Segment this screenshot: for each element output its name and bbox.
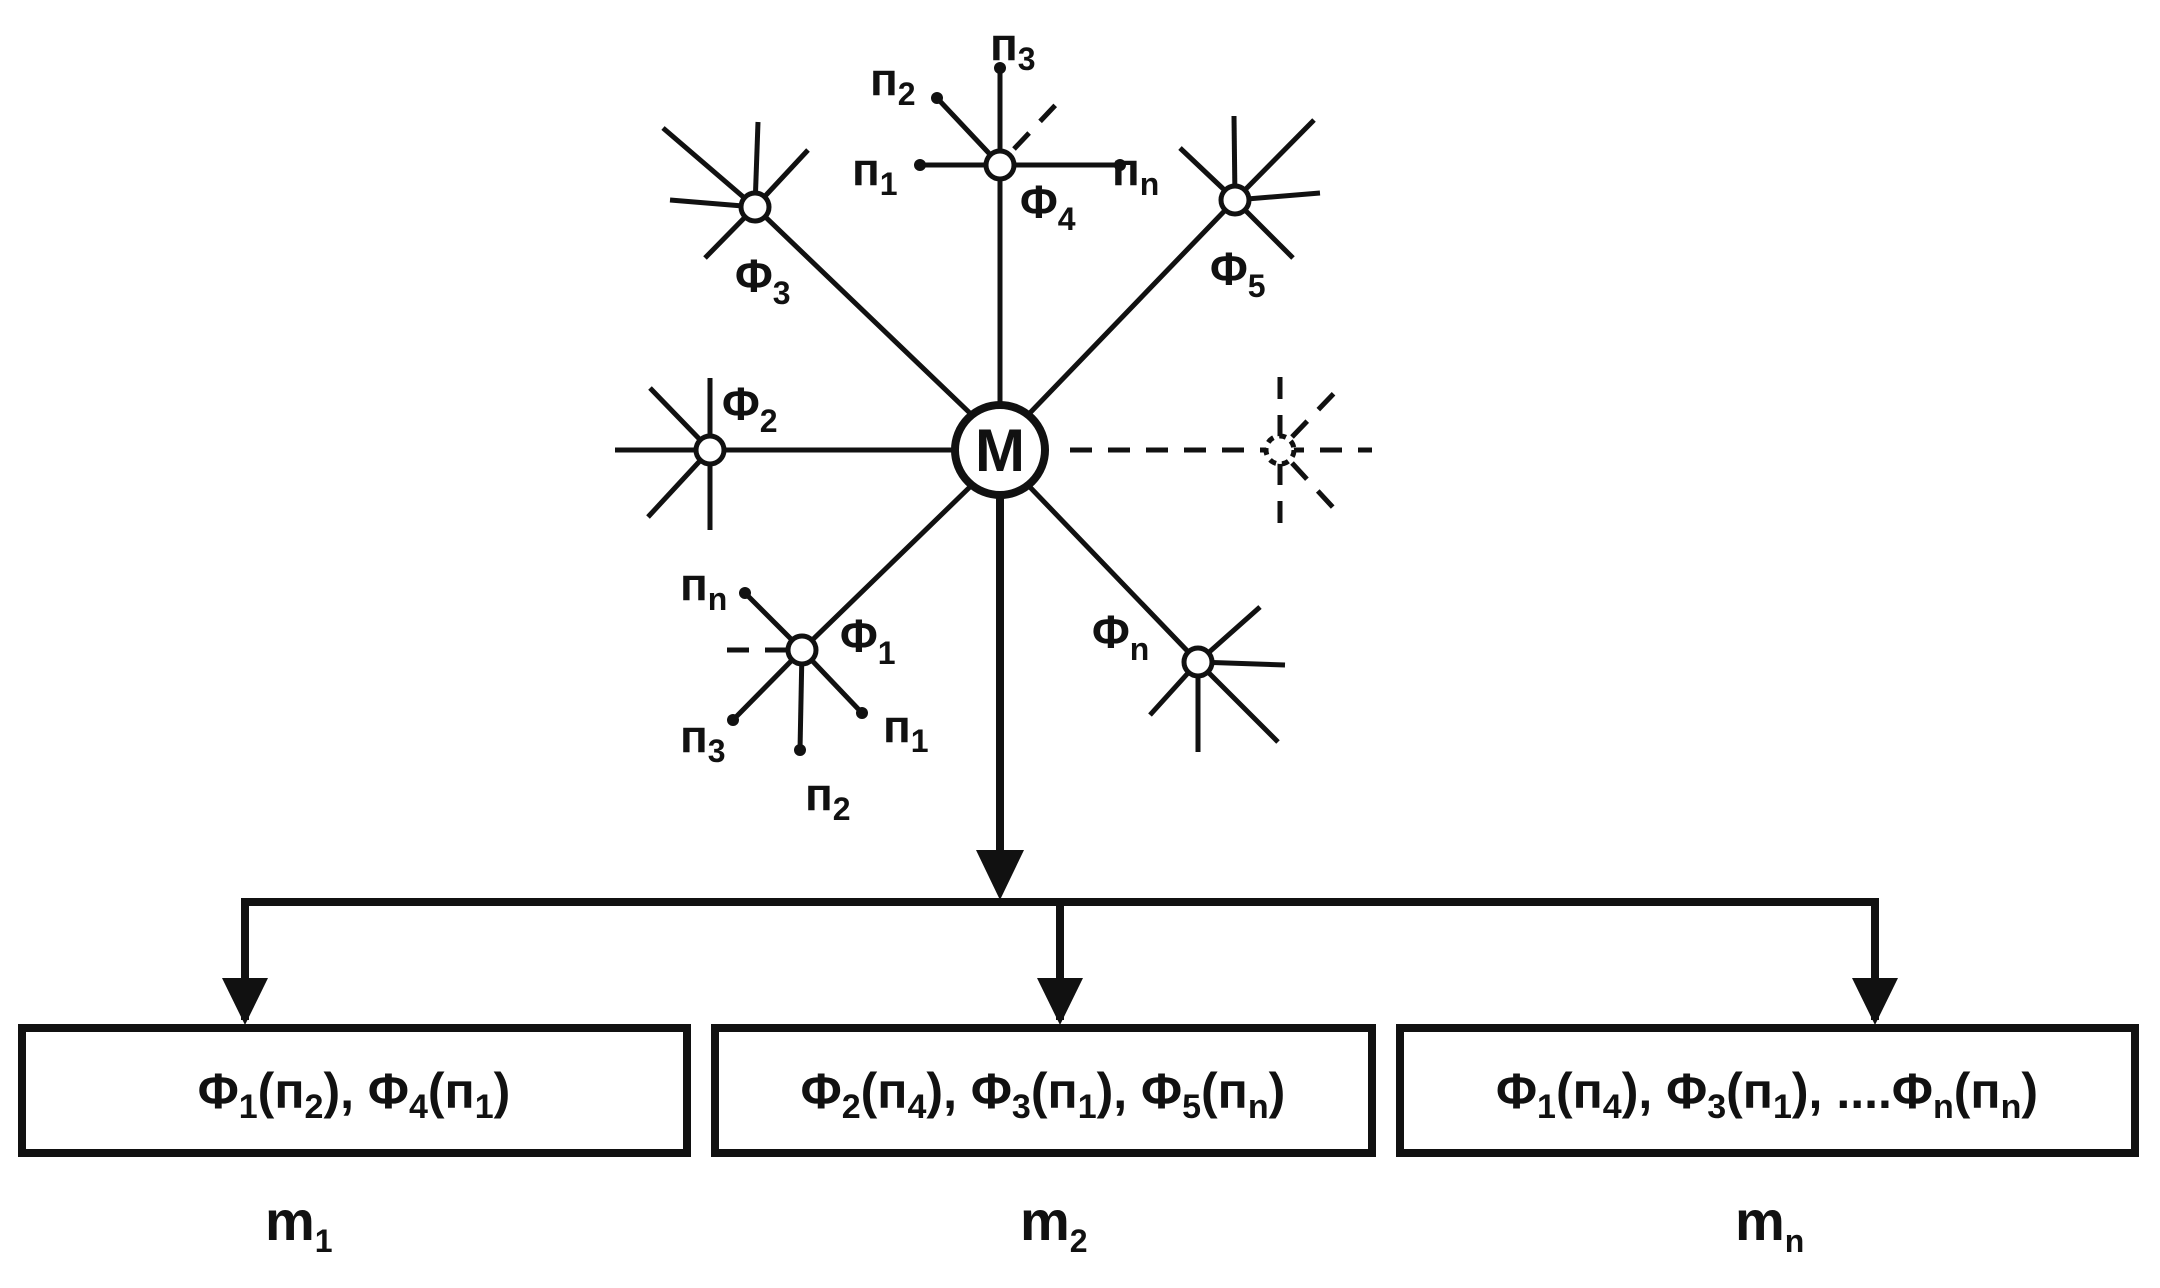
formula-subscript: 5 — [1182, 1088, 1201, 1126]
formula-subscript: n — [1248, 1088, 1269, 1126]
formula-text: Φ — [1496, 1063, 1537, 1119]
formula-text: Φ — [801, 1063, 842, 1119]
formula-text: (п — [1726, 1063, 1773, 1119]
node-f5-group — [1178, 115, 1321, 260]
formula-subscript: 4 — [908, 1088, 927, 1126]
formula-text: ), Φ — [1622, 1063, 1707, 1119]
formula-text: ), Φ — [1097, 1063, 1182, 1119]
node-dashed-group — [1263, 368, 1372, 532]
formula-text: ) — [2021, 1063, 2038, 1119]
node-f1-group — [712, 587, 868, 756]
node-f4 — [983, 148, 1017, 182]
label-f1-p1: п1 — [883, 700, 929, 759]
result-box-mn-text: Φ1(п4), Φ3(п1), ....Φn(пn) — [1496, 1063, 2038, 1126]
formula-subscript: 4 — [409, 1088, 428, 1126]
param-dot-p2 — [794, 744, 806, 756]
formula-subscript: 2 — [842, 1088, 861, 1126]
param-dot-pn — [739, 587, 751, 599]
node-f2-group — [615, 378, 727, 530]
label-f3: Φ3 — [735, 250, 791, 311]
result-box-mn: Φ1(п4), Φ3(п1), ....Φn(пn) — [1396, 1024, 2139, 1157]
param-dot-p3 — [994, 62, 1006, 74]
label-f4: Φ4 — [1020, 176, 1076, 237]
center-label: M — [975, 417, 1025, 484]
center-node-m: M — [951, 401, 1049, 499]
param-dot-p2 — [931, 92, 943, 104]
formula-text: (п — [861, 1063, 908, 1119]
formula-subscript: 1 — [1078, 1088, 1097, 1126]
formula-subscript: 3 — [1707, 1088, 1726, 1126]
spoke-f3 — [753, 205, 976, 419]
formula-subscript: 1 — [1537, 1088, 1556, 1126]
label-f4-p3: п3 — [990, 18, 1036, 77]
caption-mn: mn — [1735, 1189, 1804, 1259]
formula-text: (п — [1556, 1063, 1603, 1119]
formula-subscript: 4 — [1603, 1088, 1622, 1126]
formula-subscript: n — [1933, 1088, 1954, 1126]
formula-text: (п — [1031, 1063, 1078, 1119]
formula-subscript: 1 — [475, 1088, 494, 1126]
formula-subscript: 3 — [1012, 1088, 1031, 1126]
node-fn — [1181, 645, 1215, 679]
param-dot-p1 — [914, 159, 926, 171]
node-f4-group — [914, 62, 1126, 182]
distribution-arrows — [222, 495, 1898, 1025]
formula-text: (п — [428, 1063, 475, 1119]
result-box-m2: Φ2(п4), Φ3(п1), Φ5(пn) — [711, 1024, 1376, 1157]
node-fn-group — [1148, 605, 1286, 752]
label-f1-p3: п3 — [680, 710, 726, 769]
formula-text: ), ....Φ — [1792, 1063, 1933, 1119]
formula-text: ) — [494, 1063, 511, 1119]
node-f1 — [785, 633, 819, 667]
label-f2: Φ2 — [722, 378, 778, 439]
spoke-f1 — [800, 481, 976, 652]
param-dot-pn — [1114, 159, 1126, 171]
formula-subscript: 1 — [1773, 1088, 1792, 1126]
result-box-m1-text: Φ1(п2), Φ4(п1) — [198, 1063, 511, 1126]
label-f4-p1: п1 — [852, 143, 898, 202]
formula-text: (п — [1201, 1063, 1248, 1119]
formula-text: ) — [1269, 1063, 1286, 1119]
result-box-m1: Φ1(п2), Φ4(п1) — [18, 1024, 691, 1157]
param-dot-p1 — [856, 707, 868, 719]
caption-m2: m2 — [1020, 1189, 1088, 1259]
caption-m1: m1 — [265, 1189, 333, 1259]
formula-subscript: 1 — [239, 1088, 258, 1126]
label-f4-p2: п2 — [870, 53, 916, 112]
node-f3-group — [661, 121, 810, 260]
formula-subscript: 2 — [305, 1088, 324, 1126]
label-f5: Φ5 — [1210, 243, 1266, 304]
formula-text: Φ — [198, 1063, 239, 1119]
label-f1-pn: пn — [680, 558, 727, 617]
formula-text: (п — [1954, 1063, 2001, 1119]
label-f4-pn: пn — [1112, 143, 1159, 202]
node-f3 — [738, 190, 772, 224]
node-dashed — [1263, 433, 1297, 467]
result-box-m2-text: Φ2(п4), Φ3(п1), Φ5(пn) — [801, 1063, 1286, 1126]
node-f2 — [693, 433, 727, 467]
spoke-fn — [1024, 481, 1200, 664]
param-dot-p3 — [727, 714, 739, 726]
formula-text: ), Φ — [323, 1063, 408, 1119]
spoke-f5 — [1024, 198, 1237, 419]
formula-text: ), Φ — [926, 1063, 1011, 1119]
formula-text: (п — [258, 1063, 305, 1119]
formula-subscript: n — [2001, 1088, 2022, 1126]
label-f1: Φ1 — [840, 610, 896, 671]
label-f1-p2: п2 — [805, 768, 851, 827]
label-fn: Φn — [1092, 606, 1149, 667]
node-f5 — [1218, 183, 1252, 217]
